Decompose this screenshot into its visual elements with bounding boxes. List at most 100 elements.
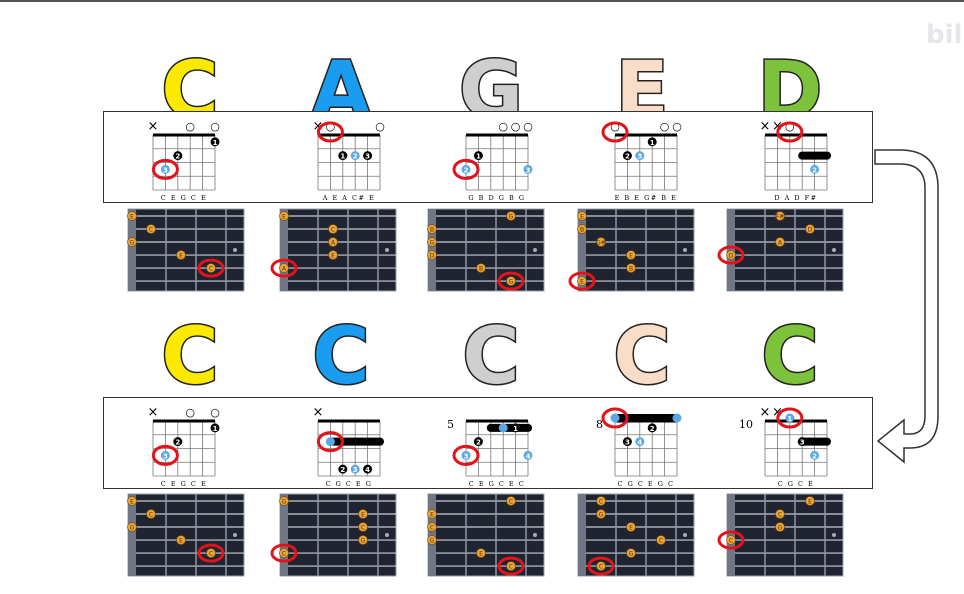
fretboard-note-dot: [328, 237, 338, 247]
fretboard-highlight-circle: [270, 543, 298, 563]
root-dot: [523, 164, 533, 174]
finger-number: 3: [353, 466, 358, 474]
chord-notes: G B D G B G: [468, 194, 525, 202]
fretboard-note-dot: [427, 522, 437, 532]
fretboard-note-label: C: [509, 564, 513, 571]
finger-number: 2: [625, 153, 630, 161]
finger-number: 3: [464, 452, 469, 460]
fretboard-note-label: E: [361, 512, 365, 519]
root-dot: [461, 450, 471, 460]
root-dot: [635, 151, 645, 161]
fretboard-note-label: A: [778, 240, 783, 247]
fretboard-note-label: F#: [776, 214, 784, 221]
fretboard-note-dot: [358, 535, 368, 545]
chord-box-row-2: [103, 397, 873, 489]
chord-box-row-1: [103, 111, 873, 203]
highlight-circle: [151, 158, 179, 180]
top-border-line: [0, 0, 964, 2]
fretboard-note-label: E: [629, 525, 633, 532]
finger-number: 2: [464, 166, 469, 174]
fretboard-note-label: D: [430, 253, 435, 260]
root-dot: [325, 437, 335, 447]
finger-dot: [797, 437, 807, 447]
fretboard-note-dot: [358, 509, 368, 519]
barre-bar: [798, 151, 831, 160]
watermark-text: bili: [926, 20, 964, 50]
fretboard-bg: [726, 493, 844, 577]
root-dot: [785, 413, 795, 423]
fretboard-note-label: E: [629, 253, 633, 260]
fretboard-note-dot: [127, 211, 137, 221]
finger-number: 2: [812, 452, 817, 460]
fretboard-highlight-circle: [717, 530, 745, 550]
fretboard-highlight-circle: [197, 543, 225, 563]
fretboard-nut: [128, 209, 136, 291]
mute-marker: ×: [772, 119, 783, 134]
fretboard-note-label: E: [130, 214, 134, 221]
chord-notes: C G C E G C: [618, 480, 675, 488]
fretboard-bg: [577, 208, 695, 292]
chord-title-c: C: [461, 312, 521, 402]
finger-number: 2: [175, 439, 180, 447]
fretboard-note-label: C: [209, 266, 213, 273]
finger-number: 4: [526, 452, 531, 460]
fretboard-note-dot: [427, 224, 437, 234]
fretboard-note-dot: [577, 211, 587, 221]
finger-number: 3: [800, 439, 805, 447]
chord-title-c: C: [311, 312, 371, 402]
fretboard-note-dot: [626, 263, 636, 273]
fretboard-note-label: C: [282, 551, 286, 558]
mute-marker: ×: [313, 405, 324, 420]
root-dot: [350, 464, 360, 474]
root-dot: [635, 437, 645, 447]
finger-dot: [622, 151, 632, 161]
fretboard-nut: [280, 494, 288, 576]
fretboard-bg: [577, 493, 695, 577]
fretboard-note-label: C: [149, 512, 153, 519]
open-marker: ○: [498, 120, 508, 133]
fretboard-note-dot: [775, 237, 785, 247]
fretboard-image: EBG#EBE: [568, 208, 695, 292]
mute-marker: ×: [772, 405, 783, 420]
fretboard-note-dot: [577, 224, 587, 234]
fretboard-note-label: C: [659, 538, 663, 545]
fretboard-highlight-circle: [197, 258, 225, 278]
fretboard-note-label: C: [778, 512, 782, 519]
fretboard-note-label: E: [580, 214, 584, 221]
fretboard-note-label: D: [808, 227, 813, 234]
highlight-circle: [452, 444, 480, 466]
highlight-circle: [601, 407, 629, 429]
open-marker: ○: [375, 120, 385, 133]
fretboard-note-dot: [279, 263, 289, 273]
fretboard-note-label: E: [808, 499, 812, 506]
fretboard-note-dot: [596, 561, 606, 571]
root-dot: [610, 413, 620, 423]
fretboard-note-label: G: [130, 240, 135, 247]
fretboard-note-label: B: [479, 266, 483, 273]
fret-number: 10: [739, 418, 753, 431]
fretboard-note-label: C: [149, 227, 153, 234]
open-marker: ○: [660, 120, 670, 133]
highlight-circle: [776, 407, 804, 429]
finger-dot: [473, 151, 483, 161]
fretboard-note-label: G: [778, 525, 783, 532]
open-marker: ○: [210, 120, 220, 133]
fretboard-note-label: C: [599, 564, 603, 571]
finger-number: 3: [637, 153, 642, 161]
fretboard-note-dot: [596, 496, 606, 506]
fretboard-note-dot: [476, 548, 486, 558]
highlight-circle: [601, 121, 629, 143]
fretboard-note-label: G: [130, 525, 135, 532]
fretboard-note-label: C: [729, 538, 733, 545]
open-marker: ○: [523, 120, 533, 133]
highlight-circle: [776, 121, 804, 143]
fretboard-note-dot: [127, 237, 137, 247]
barre-bar: [486, 423, 532, 432]
mute-marker: ×: [760, 119, 771, 134]
fretboard-highlight-circle: [497, 556, 525, 576]
finger-number: 2: [340, 466, 345, 474]
